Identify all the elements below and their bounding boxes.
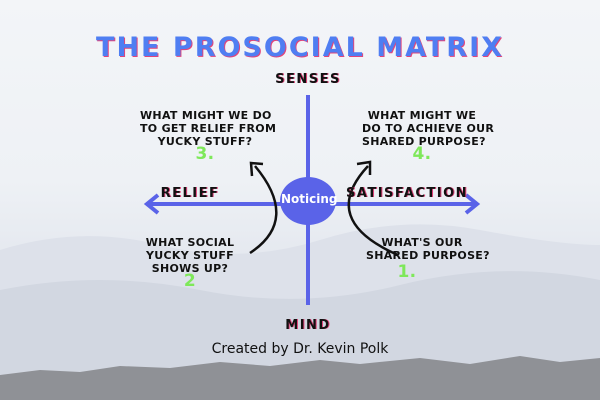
center-label: Noticing [281, 192, 338, 206]
question-line: YUCKY STUFF? [157, 135, 253, 148]
noticing-circle [280, 177, 336, 225]
quadrant-number: 3. [195, 144, 215, 164]
page-title: THE PROSOCIAL MATRIX [96, 32, 504, 63]
axis-label-mind: MIND [285, 318, 331, 333]
question-line: WHAT SOCIAL [145, 236, 235, 249]
right-curved-arrow [347, 165, 399, 257]
right-arrowhead-icon [356, 160, 372, 175]
quadrant-number: 4. [412, 144, 432, 164]
quadrant-top-left: WHAT MIGHT WE DO TO GET RELIEF FROM YUCK… [140, 109, 277, 164]
credit-text: Created by Dr. Kevin Polk [211, 341, 389, 357]
quadrant-number: 1. [397, 262, 417, 282]
axis-label-satisfaction: SATISFACTION [345, 186, 469, 201]
quadrant-number: 2 [183, 271, 197, 291]
question-line: SHARED PURPOSE? [362, 135, 486, 148]
axis-label-senses: SENSES [275, 72, 341, 87]
question-line: WHAT MIGHT WE DO [140, 109, 272, 122]
quadrant-bottom-left: WHAT SOCIAL YUCKY STUFF SHOWS UP? 2 [140, 236, 240, 291]
right-arrowhead-icon [464, 193, 481, 215]
question-line: YUCKY STUFF [146, 249, 234, 262]
question-line: WHAT MIGHT WE [367, 109, 477, 122]
left-arrowhead-icon [143, 193, 160, 215]
question-line: WHAT'S OUR [381, 236, 463, 249]
axis-label-relief: RELIEF [160, 186, 220, 201]
left-curved-arrow [249, 165, 278, 255]
question-line: TO GET RELIEF FROM [140, 122, 277, 135]
question-line: DO TO ACHIEVE OUR [362, 122, 495, 135]
question-line: SHOWS UP? [151, 262, 229, 275]
question-line: SHARED PURPOSE? [366, 249, 490, 262]
quadrant-bottom-right: WHAT'S OUR SHARED PURPOSE? 1. [366, 236, 490, 282]
left-arrowhead-icon [249, 161, 264, 177]
quadrant-top-right: WHAT MIGHT WE DO TO ACHIEVE OUR SHARED P… [362, 109, 495, 164]
